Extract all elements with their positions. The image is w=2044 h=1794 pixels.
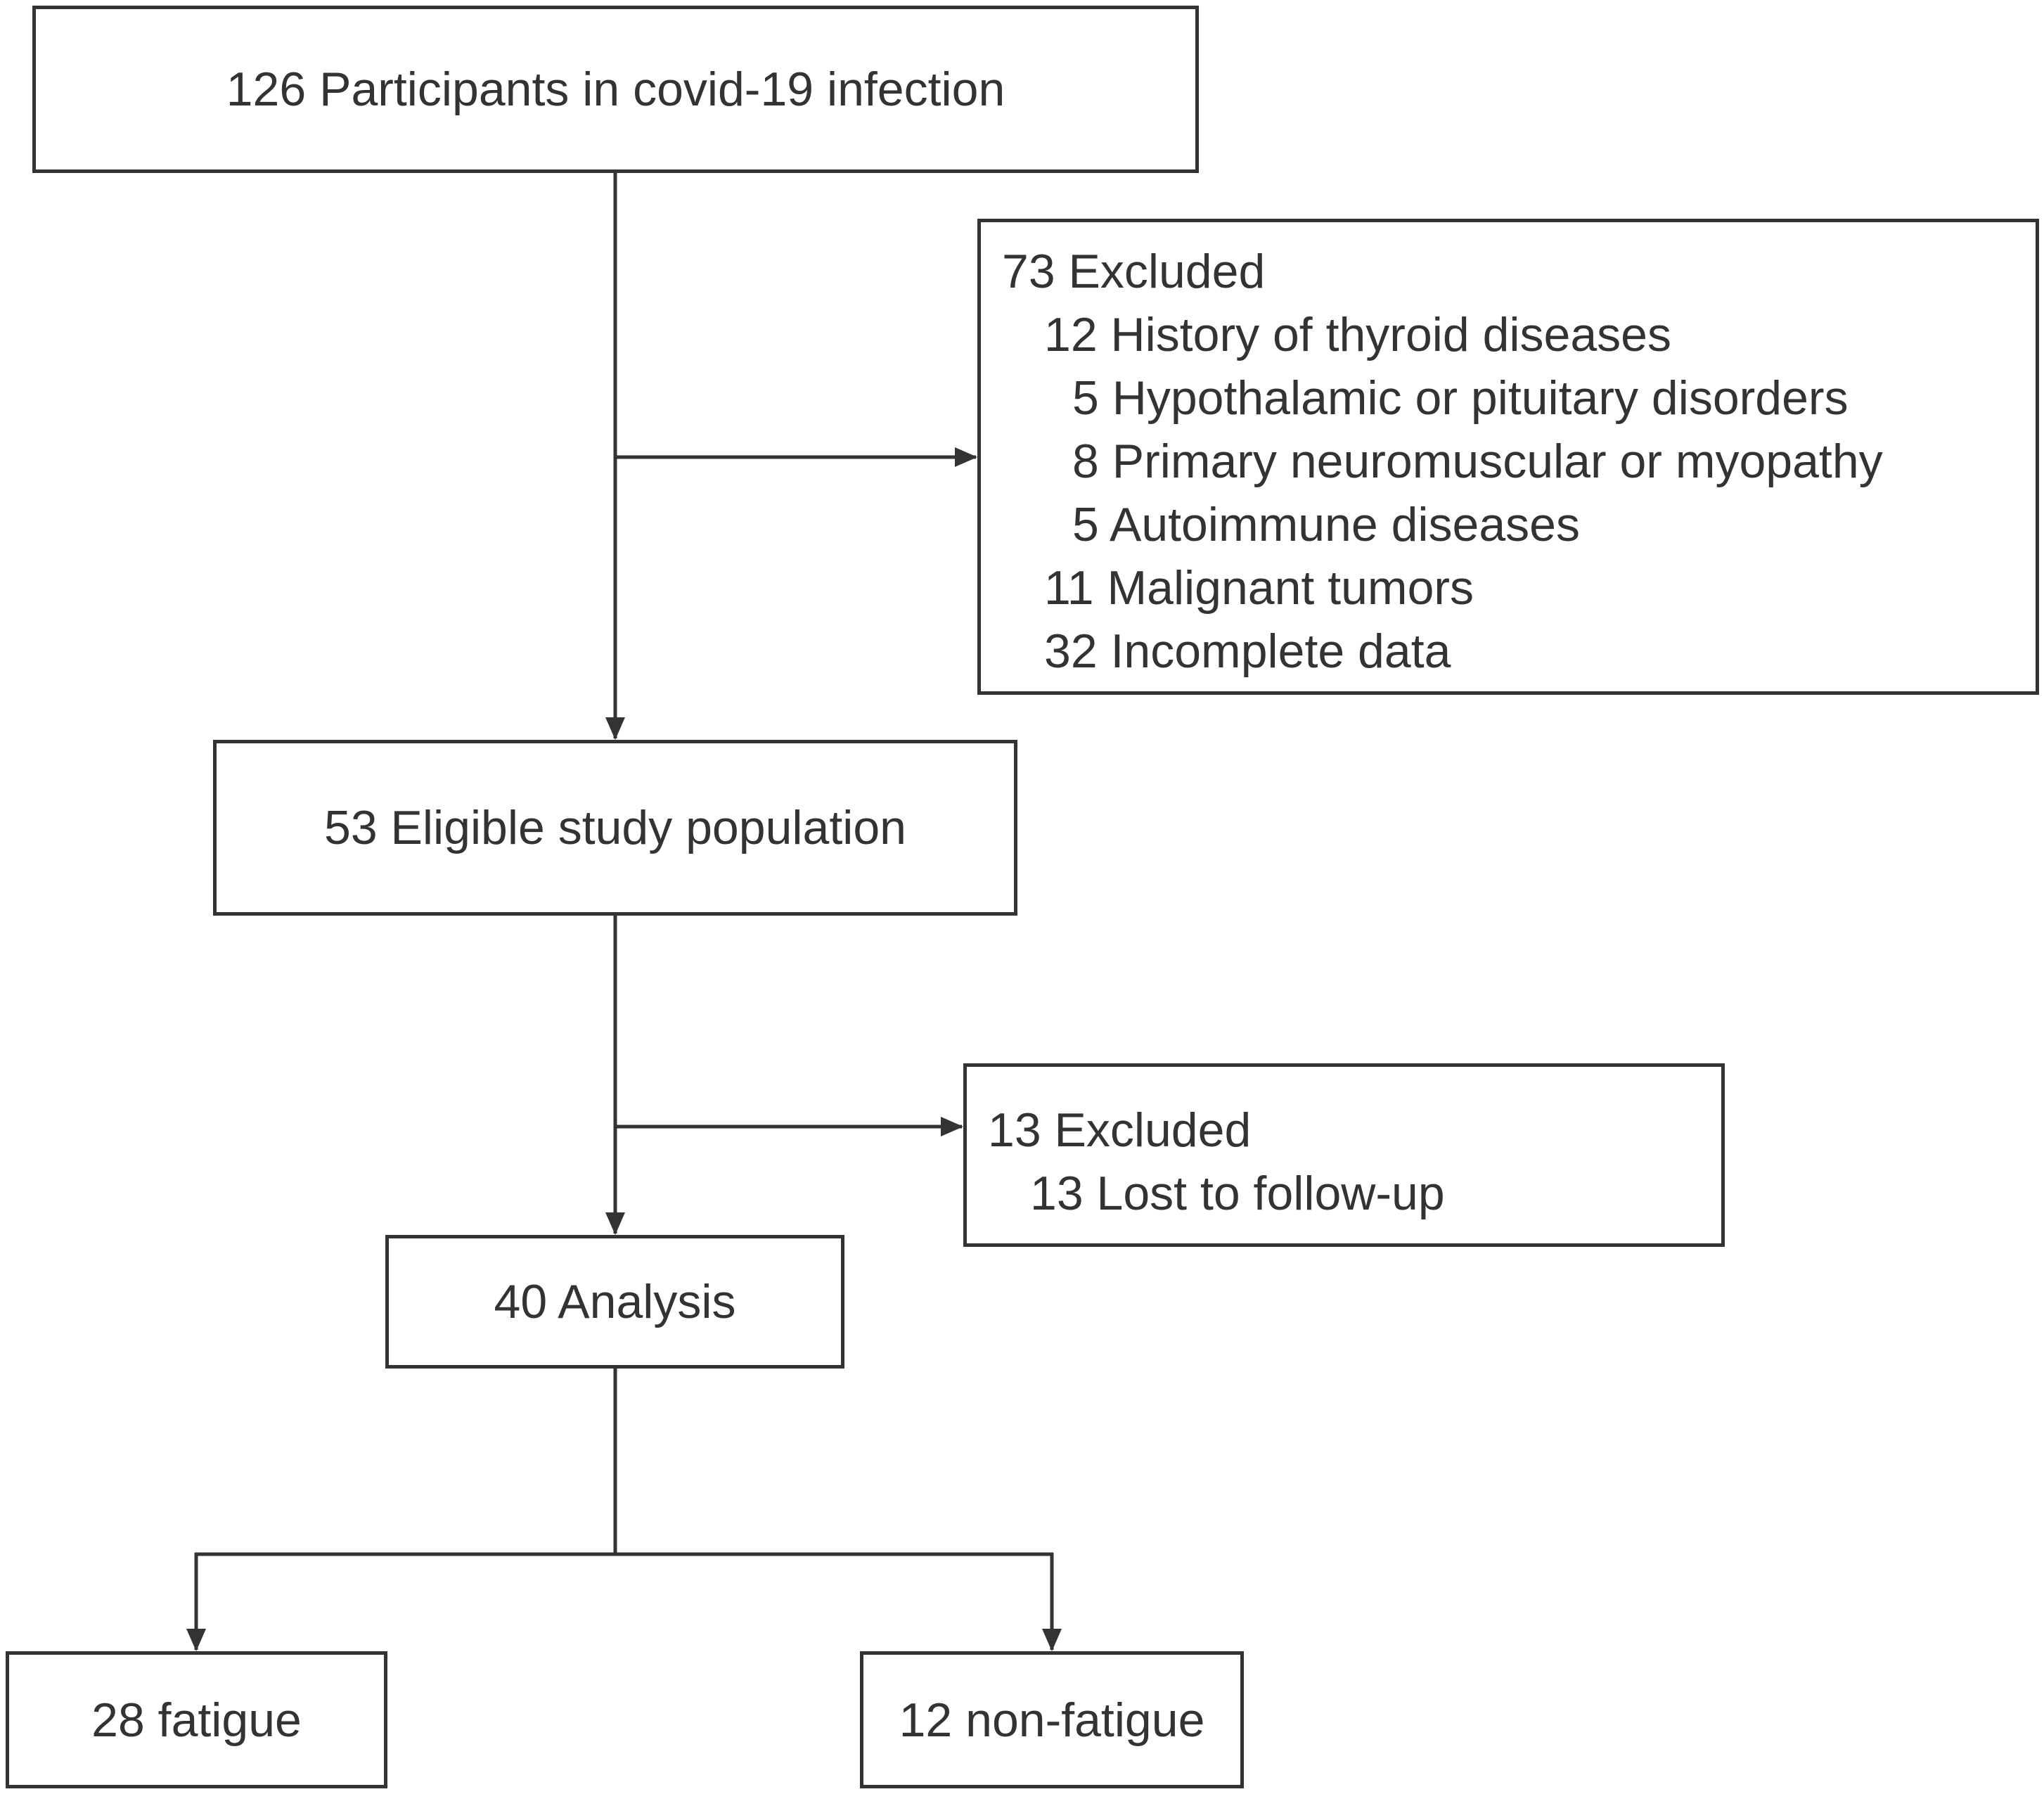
excluded-box-1: 73 Excluded 12 History of thyroid diseas… xyxy=(977,219,2039,695)
excluded-1-item: 8 Primary neuromuscular or myopathy xyxy=(1072,435,1883,488)
excluded-1-header: 73 Excluded xyxy=(1002,245,1266,298)
eligible-box: 53 Eligible study population xyxy=(213,740,1017,916)
analysis-label: 40 Analysis xyxy=(494,1275,736,1328)
excluded-2-header: 13 Excluded xyxy=(988,1103,1252,1157)
excluded-1-item: 11 Malignant tumors xyxy=(1044,561,1474,615)
excluded-1-item: 5 Autoimmune diseases xyxy=(1072,498,1580,551)
participants-label: 126 Participants in covid-19 infection xyxy=(226,63,1005,116)
excluded-1-item: 5 Hypothalamic or pituitary disorders xyxy=(1072,371,1849,425)
excluded-box-2: 13 Excluded 13 Lost to follow-up xyxy=(963,1063,1725,1247)
excluded-2-item: 13 Lost to follow-up xyxy=(1030,1167,1445,1220)
participants-box: 126 Participants in covid-19 infection xyxy=(32,6,1199,173)
eligible-label: 53 Eligible study population xyxy=(324,801,906,854)
non-fatigue-box: 12 non-fatigue xyxy=(860,1651,1244,1788)
non-fatigue-label: 12 non-fatigue xyxy=(899,1693,1205,1747)
excluded-1-item: 32 Incomplete data xyxy=(1044,624,1451,678)
excluded-1-item: 12 History of thyroid diseases xyxy=(1044,308,1671,361)
fatigue-box: 28 fatigue xyxy=(6,1651,387,1788)
analysis-box: 40 Analysis xyxy=(385,1235,844,1369)
fatigue-label: 28 fatigue xyxy=(91,1693,302,1747)
